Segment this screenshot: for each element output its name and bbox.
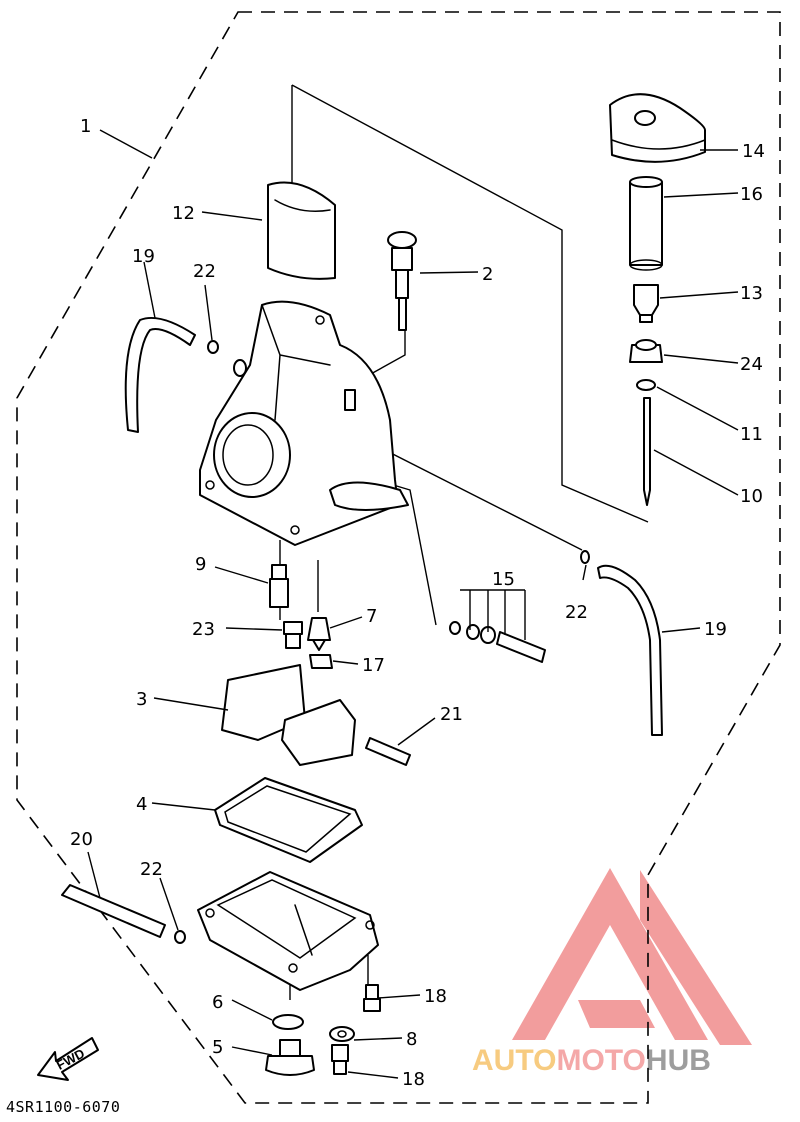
part-16-throttle-valve[interactable] [629, 176, 663, 271]
part-7-needle-valve[interactable] [307, 617, 331, 651]
part-6-o-ring[interactable] [272, 1014, 304, 1030]
assembly-boundary [16, 11, 781, 1104]
callout-labels: 1 12 19 22 2 14 16 13 24 11 10 9 23 7 17… [70, 116, 765, 1090]
callout-24: 24 [740, 354, 763, 375]
part-8-washer[interactable] [329, 1026, 355, 1042]
part-19-vent-hose-left[interactable] [124, 316, 196, 433]
part-11-clip[interactable] [636, 379, 656, 391]
callout-leaders [87, 129, 739, 1079]
float-bowl[interactable] [197, 871, 379, 991]
callout-23: 23 [192, 619, 215, 640]
watermark-auto: AUTO [472, 1044, 556, 1077]
callout-9: 9 [195, 554, 206, 575]
watermark-moto: MOTO [556, 1044, 645, 1077]
fwd-label: FWD [54, 1046, 87, 1073]
callout-14: 14 [742, 141, 765, 162]
callout-22-top: 22 [193, 261, 216, 282]
callout-7: 7 [366, 606, 377, 627]
callout-20: 20 [70, 829, 93, 850]
callout-6: 6 [212, 992, 223, 1013]
part-21-float-pin[interactable] [365, 737, 411, 766]
callout-18-lower: 18 [402, 1069, 425, 1090]
alignment-line-vent [374, 444, 583, 551]
part-18-drain-screw-lower[interactable] [331, 1044, 349, 1075]
callout-22-right: 22 [565, 602, 588, 623]
part-23-pilot-jet[interactable] [283, 621, 303, 649]
callout-22-bottom: 22 [140, 859, 163, 880]
part-2-throttle-stop-screw[interactable] [387, 231, 417, 331]
diagram-code: 4SR1100-6070 [6, 1098, 120, 1116]
callout-15: 15 [492, 569, 515, 590]
part-18-drain-screw-upper[interactable] [363, 984, 381, 1012]
part-12-valve-plate[interactable] [267, 181, 336, 280]
part-17-clip[interactable] [309, 654, 333, 669]
callout-5: 5 [212, 1037, 223, 1058]
watermark-hub: HUB [646, 1044, 711, 1077]
watermark-logo: AUTOMOTOHUB [472, 868, 752, 1077]
callout-11: 11 [740, 424, 763, 445]
callout-19-right: 19 [704, 619, 727, 640]
callout-12: 12 [172, 203, 195, 224]
part-14-top-cap[interactable] [609, 93, 706, 163]
part-13-needle-holder[interactable] [633, 284, 659, 323]
callout-19-left: 19 [132, 246, 155, 267]
callout-17: 17 [362, 655, 385, 676]
part-10-jet-needle[interactable] [643, 397, 651, 506]
part-4-gasket[interactable] [214, 777, 363, 863]
part-5-drain-plug[interactable] [265, 1039, 315, 1076]
fwd-direction-arrow: FWD [37, 1037, 99, 1081]
part-3-float[interactable] [221, 664, 356, 766]
part-15-pilot-screw-set[interactable] [449, 621, 546, 663]
watermark-text: AUTOMOTOHUB [472, 1044, 711, 1077]
watermark-inner-g-icon [578, 870, 752, 1045]
part-24-needle-seat[interactable] [629, 339, 663, 363]
callout-18-upper: 18 [424, 986, 447, 1007]
callout-8: 8 [406, 1029, 417, 1050]
part-19-vent-hose-right[interactable] [597, 564, 663, 736]
callout-3: 3 [136, 689, 147, 710]
callout-13: 13 [740, 283, 763, 304]
callout-4: 4 [136, 794, 147, 815]
part-9-main-jet[interactable] [269, 564, 289, 608]
carburetor-body[interactable] [199, 300, 409, 546]
callout-16: 16 [740, 184, 763, 205]
watermark-triangle-icon [512, 868, 708, 1040]
part-20-overflow-hose[interactable] [61, 884, 166, 938]
part-22-hose-clips[interactable] [174, 340, 590, 944]
callout-1: 1 [80, 116, 91, 137]
callout-2: 2 [482, 264, 493, 285]
callout-10: 10 [740, 486, 763, 507]
fwd-arrow-icon [37, 1037, 99, 1081]
callout-21: 21 [440, 704, 463, 725]
